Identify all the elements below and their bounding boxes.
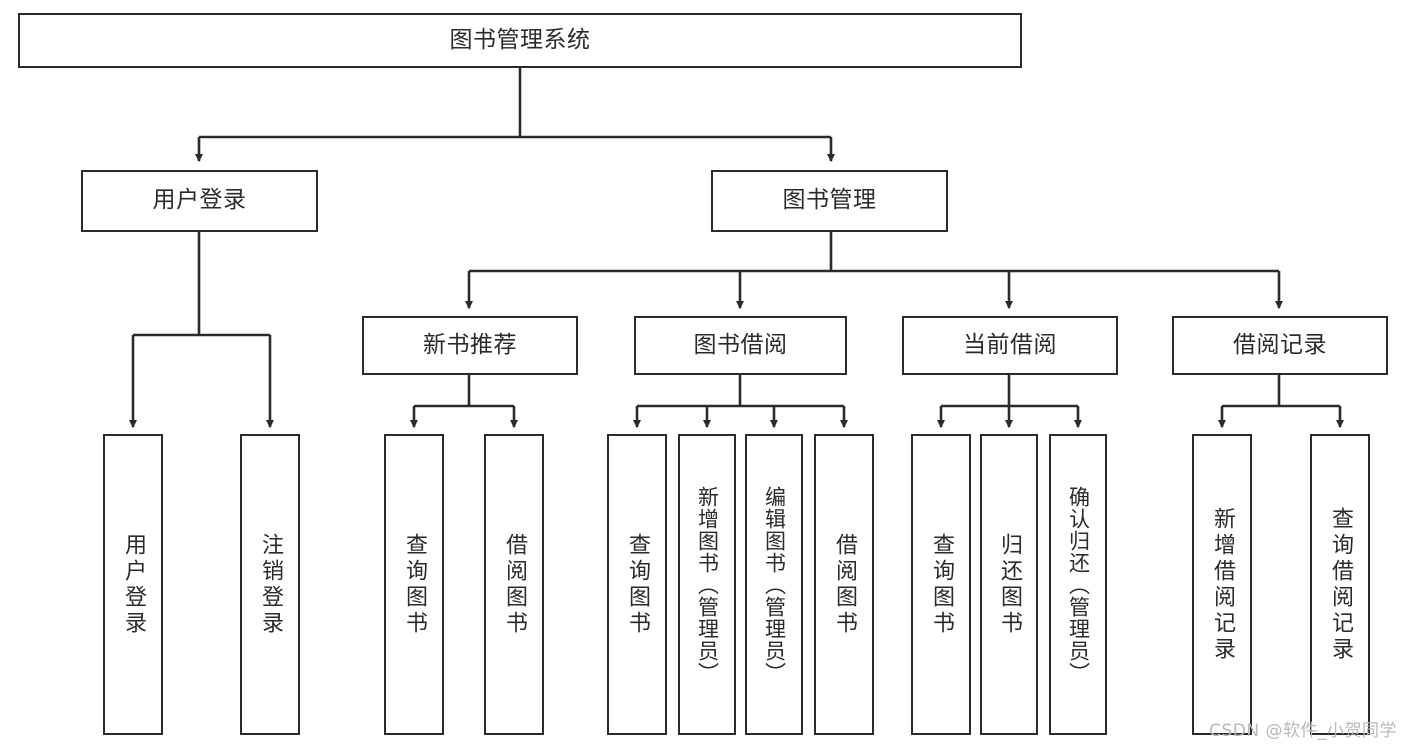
node-label: 借阅图书: [502, 532, 527, 637]
node-label: 新书推荐: [423, 331, 517, 358]
node-label: 新增借阅记录: [1210, 506, 1235, 663]
node-user-login[interactable]: 用户登录: [81, 170, 318, 232]
node-label: 图书借阅: [693, 331, 788, 358]
leaf-book-borrow-edit[interactable]: 编辑图书（管理员）: [745, 434, 803, 735]
leaf-book-borrow-query[interactable]: 查询图书: [607, 434, 667, 735]
csdn-watermark: CSDN @软件_小贺同学: [1209, 721, 1397, 741]
leaf-current-borrow-confirm[interactable]: 确认归还（管理员）: [1049, 434, 1107, 735]
node-borrow-record[interactable]: 借阅记录: [1172, 316, 1388, 375]
node-book-borrow[interactable]: 图书借阅: [634, 316, 847, 375]
leaf-current-borrow-query[interactable]: 查询图书: [911, 434, 971, 735]
leaf-current-borrow-return[interactable]: 归还图书: [980, 434, 1038, 735]
node-label: 图书管理: [782, 187, 877, 214]
node-label: 查询借阅记录: [1328, 506, 1353, 663]
node-label: 借阅记录: [1233, 331, 1327, 358]
node-new-book-recommend[interactable]: 新书推荐: [362, 316, 578, 375]
leaf-borrow-record-add[interactable]: 新增借阅记录: [1192, 434, 1252, 735]
leaf-book-borrow-add[interactable]: 新增图书（管理员）: [678, 434, 736, 735]
node-label: 图书管理系统: [449, 26, 591, 53]
node-current-borrow[interactable]: 当前借阅: [902, 316, 1118, 375]
node-label: 查询图书: [929, 532, 954, 637]
node-label: 当前借阅: [963, 331, 1057, 358]
leaf-new-book-query[interactable]: 查询图书: [384, 434, 444, 735]
leaf-borrow-record-query[interactable]: 查询借阅记录: [1310, 434, 1370, 735]
node-label: 归还图书: [997, 532, 1022, 637]
node-label: 借阅图书: [832, 532, 857, 637]
node-label: 新增图书（管理员）: [695, 485, 720, 684]
leaf-book-borrow-borrow[interactable]: 借阅图书: [814, 434, 874, 735]
node-book-management[interactable]: 图书管理: [711, 170, 948, 232]
leaf-new-book-borrow[interactable]: 借阅图书: [484, 434, 544, 735]
leaf-user-login-logout[interactable]: 注销登录: [240, 434, 300, 735]
node-label: 注销登录: [258, 532, 283, 637]
node-label: 用户登录: [152, 187, 247, 214]
node-root-system[interactable]: 图书管理系统: [18, 13, 1022, 68]
node-label: 查询图书: [402, 532, 427, 637]
leaf-user-login-login[interactable]: 用户登录: [103, 434, 163, 735]
node-label: 确认归还（管理员）: [1066, 485, 1091, 684]
node-label: 编辑图书（管理员）: [762, 485, 787, 684]
node-label: 用户登录: [121, 532, 146, 637]
node-label: 查询图书: [625, 532, 650, 637]
